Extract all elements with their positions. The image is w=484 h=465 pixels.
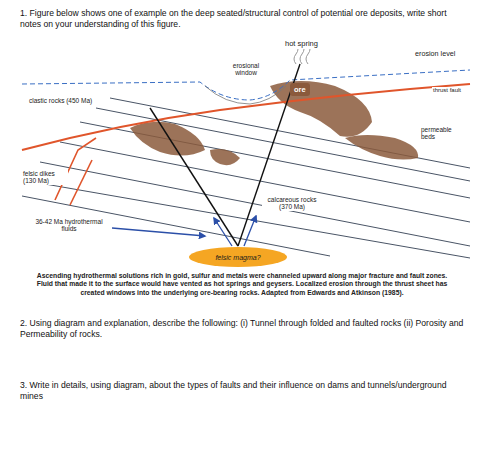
question-text: 1. Figure below shows one of example on … <box>20 8 464 29</box>
thrust-fault <box>22 84 470 150</box>
faults <box>150 64 300 246</box>
diagram-label: erosion level <box>414 50 456 58</box>
diagram-label: hot spring <box>284 40 319 49</box>
diagram-label: permeable beds <box>420 126 464 141</box>
fluid-arrows <box>112 216 256 246</box>
node-label: felsic magma? <box>188 254 288 261</box>
magma-body: felsic magma? <box>188 246 288 268</box>
diagram-label: 36-42 Ma hydrothermal fluids <box>26 218 112 233</box>
question-text: 2. Using diagram and explanation, descri… <box>20 318 464 339</box>
permeable-beds <box>22 98 470 258</box>
erosional-window <box>205 86 286 104</box>
diagram-label: felsic dikes (130 Ma) <box>22 170 68 185</box>
diagram-label: erosional window <box>222 62 270 77</box>
figure-caption: Ascending hydrothermal solutions rich in… <box>30 272 454 297</box>
node-label: ore <box>294 85 306 94</box>
question-text: 3. Write in details, using diagram, abou… <box>20 380 464 401</box>
ore-body: ore <box>290 83 310 96</box>
diagram-label: clastic rocks (450 Ma) <box>28 97 93 104</box>
ore-bodies <box>130 81 418 165</box>
diagram-label: calcareous rocks (370 Ma) <box>262 196 322 211</box>
magma-ellipse <box>189 247 287 267</box>
diagram-label: thrust fault <box>432 87 462 94</box>
